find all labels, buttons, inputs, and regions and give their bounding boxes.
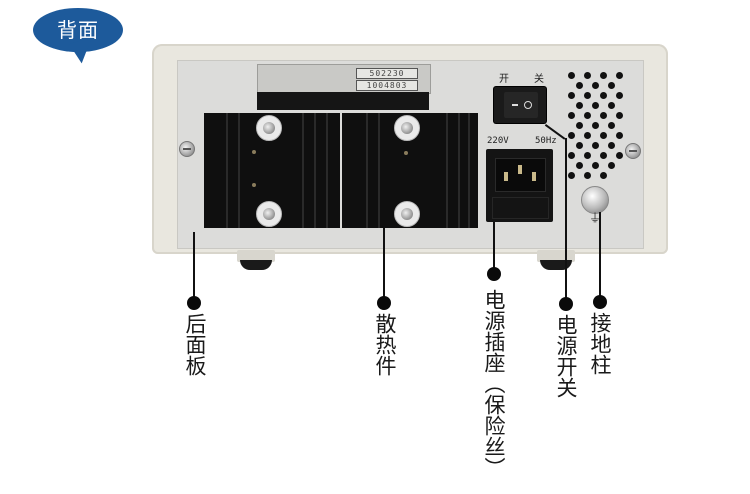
callout-line (599, 212, 601, 298)
on-symbol-icon (512, 104, 518, 106)
heatsink-right (342, 113, 478, 228)
rocker-button[interactable] (504, 92, 538, 118)
callout-dot (559, 297, 573, 311)
iec-inlet (495, 158, 546, 192)
screw-washer-icon (256, 115, 282, 141)
callout-line (493, 222, 495, 272)
switch-on-label: 开 (499, 74, 509, 85)
screw-washer-icon (394, 201, 420, 227)
callout-line (383, 228, 385, 299)
callout-power-switch: 电源开关 (554, 314, 578, 398)
callout-dot (377, 296, 391, 310)
callout-rear-panel: 后面板 (183, 313, 207, 376)
screw-washer-icon (394, 115, 420, 141)
speech-bubble-shape (33, 8, 123, 52)
screw-washer-icon (256, 201, 282, 227)
heatsink-left (204, 113, 340, 228)
callout-dot (593, 295, 607, 309)
ground-post[interactable] (581, 186, 609, 214)
callout-line (193, 232, 195, 299)
power-socket[interactable] (486, 149, 553, 222)
switch-off-label: 关 (534, 74, 544, 85)
voltage-label: 220V (487, 136, 509, 146)
fuse-drawer[interactable] (492, 197, 549, 219)
foot (537, 250, 575, 272)
nameplate: 502230 1004803 (257, 64, 431, 94)
callout-power-socket: 电源插座（保险丝） (482, 288, 506, 478)
callout-dot (487, 267, 501, 281)
badge-label: 背面 (57, 18, 99, 42)
serial-code-bottom: 1004803 (356, 80, 418, 91)
frequency-label: 50Hz (535, 136, 557, 146)
ground-icon: ⏚ (589, 211, 602, 225)
ventilation-grille (560, 70, 626, 180)
screw-icon (179, 141, 195, 157)
power-switch[interactable] (494, 87, 546, 123)
callout-dot (187, 296, 201, 310)
label-strip (257, 92, 429, 110)
foot (237, 250, 275, 272)
off-symbol-icon (524, 101, 532, 109)
callout-ground-post: 接地柱 (588, 312, 612, 375)
screw-icon (625, 143, 641, 159)
callout-heatsink: 散热件 (373, 313, 397, 376)
callout-line (565, 138, 567, 300)
serial-code-top: 502230 (356, 68, 418, 79)
